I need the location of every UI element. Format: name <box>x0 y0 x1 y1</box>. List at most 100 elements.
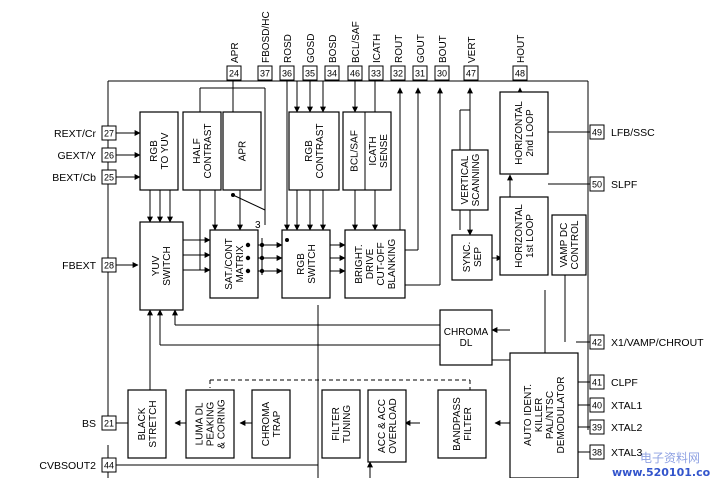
top-pin-35: 35 GOSD <box>302 34 318 81</box>
matrix-marker: 3 <box>255 220 261 231</box>
block-black-stretch <box>127 389 167 459</box>
label-horizontal-1st: HORIZONTAL1st LOOP <box>514 204 536 268</box>
pin-label: HOUT <box>516 35 527 63</box>
right-pin-49: 49 LFB/SSC <box>589 124 655 140</box>
pin-number: 48 <box>515 69 525 79</box>
top-pin-24: 24 APR <box>226 42 242 81</box>
left-pin-44: 44 CVBSOUT2 <box>39 457 117 473</box>
label-demod: AUTO IDENT.KILLERPAL/NTSCDEMODULATOR <box>523 377 567 454</box>
top-pin-46: 46 BCL/SAF <box>347 21 363 81</box>
pin-number: 40 <box>592 401 602 411</box>
label-filter-tuning: FILTERTUNING <box>331 405 353 444</box>
pin-label: CVBSOUT2 <box>39 460 96 472</box>
pin-number: 30 <box>437 69 447 79</box>
block-vamp-dc <box>551 214 587 276</box>
pin-label: LFB/SSC <box>611 127 655 139</box>
pin-label: GOSD <box>306 34 317 63</box>
pin-label: ROSD <box>283 34 294 63</box>
block-bright-drive <box>344 229 406 299</box>
label-apr: APR <box>238 141 249 162</box>
label-vertical-scanning: VERTICALSCANNING <box>460 153 482 206</box>
left-pins: 27REXT/Cr26GEXT/Y25BEXT/Cb28FBEXT21BS44C… <box>39 125 117 473</box>
label-rgb-switch: RGBSWITCH <box>296 244 318 283</box>
pin-label: SLPF <box>611 179 637 191</box>
pin-number: 46 <box>350 69 360 79</box>
pin-number: 49 <box>592 128 602 138</box>
pin-number: 44 <box>104 461 114 471</box>
pin-number: 28 <box>104 261 114 271</box>
block-chroma-dl <box>439 309 493 366</box>
block-half-contrast <box>182 111 222 191</box>
block-vertical-scanning <box>451 149 489 211</box>
block-chroma-trap <box>251 389 291 459</box>
label-sat-cont-matrix: SAT./CONTMATRIX <box>224 238 246 289</box>
label-bright-drive: BRIGHT.DRIVECUT-OFFBLANKING <box>354 238 398 289</box>
block-apr <box>222 111 262 191</box>
pin-number: 50 <box>592 180 602 190</box>
pin-label: BS <box>82 418 96 430</box>
pin-number: 33 <box>371 69 381 79</box>
pin-number: 37 <box>260 69 270 79</box>
label-yuv-switch: YUVSWITCH <box>151 246 173 285</box>
label-vamp-dc: VAMP DCCONTROL <box>559 220 581 269</box>
pin-label: XTAL2 <box>611 422 642 434</box>
pin-label: BOSD <box>328 35 339 63</box>
label-half-contrast: HALFCONTRAST <box>192 124 214 179</box>
watermark-site: www.520101.com <box>612 466 711 478</box>
function-blocks <box>127 91 587 478</box>
pin-label: ICATH <box>372 34 383 63</box>
label-chroma-trap: CHROMATRAP <box>261 401 283 446</box>
block-luma-dl <box>185 389 235 459</box>
right-pin-39: 39 XTAL2 <box>589 419 642 435</box>
pin-number: 24 <box>229 69 239 79</box>
pin-number: 35 <box>305 69 315 79</box>
pin-label: ROUT <box>394 35 405 63</box>
label-luma-dl: LUMA DLPEAKING& CORING <box>195 399 228 449</box>
pin-number: 27 <box>104 129 114 139</box>
pin-label: REXT/Cr <box>54 128 97 140</box>
pin-number: 39 <box>592 423 602 433</box>
label-bandpass: BANDPASSFILTER <box>452 397 474 451</box>
pin-number: 41 <box>592 378 602 388</box>
pin-number: 21 <box>104 419 114 429</box>
pin-label: BOUT <box>438 35 449 63</box>
block-rgb-switch <box>281 229 331 299</box>
block-sat-cont-matrix <box>209 229 259 299</box>
pin-number: 26 <box>104 151 114 161</box>
label-rgb-contrast: RGBCONTRAST <box>304 124 326 179</box>
pin-number: 25 <box>104 173 114 183</box>
pin-label: FBEXT <box>62 260 96 272</box>
pin-number: 34 <box>327 69 337 79</box>
block-horizontal-1st <box>499 196 549 276</box>
junction-dots <box>231 193 289 274</box>
label-bcl-saf: BCL/SAF <box>350 130 361 172</box>
pin-label: APR <box>230 42 241 63</box>
pin-number: 38 <box>592 448 602 458</box>
block-bcl-saf-sense <box>342 111 392 191</box>
left-pin-27: 27 REXT/Cr <box>54 125 117 141</box>
label-horizontal-2nd: HORIZONTAL2nd LOOP <box>514 101 536 165</box>
block-yuv-switch <box>139 221 184 311</box>
pin-label: GEXT/Y <box>57 150 96 162</box>
pin-label: XTAL1 <box>611 400 642 412</box>
block-rgb-to-yuv <box>139 111 179 191</box>
pin-number: 31 <box>415 69 425 79</box>
block-sync-sep <box>451 234 493 281</box>
left-pin-21: 21 BS <box>82 415 117 431</box>
label-black-stretch: BLACKSTRETCH <box>137 400 159 447</box>
top-pins: 24APR37FBOSD/HC36ROSD35GOSD34BOSD46BCL/S… <box>226 11 528 81</box>
watermark-cn: 电子资料网 <box>640 451 700 465</box>
pin-label: BCL/SAF <box>351 21 362 63</box>
block-bandpass <box>437 389 487 459</box>
block-filter-tuning <box>321 389 361 459</box>
block-demodulator <box>509 352 579 478</box>
